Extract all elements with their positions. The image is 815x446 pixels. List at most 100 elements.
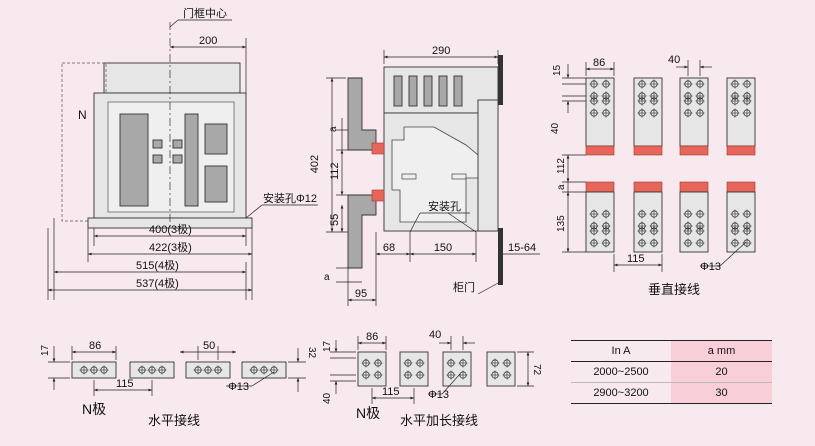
ext-n-pole-label: N极 [356,405,380,421]
side-mechanism-profile [391,126,491,223]
front-handle-bar [184,113,199,207]
horiz-dim-32: 32 [306,347,317,359]
dim-537-4p: 537(4极) [136,276,179,290]
table-cell-a: 30 [671,382,772,404]
ext-dim-40-left: 40 [322,392,333,404]
dim-150: 150 [434,242,452,254]
vertical-bar-bottom-4 [726,181,756,253]
dim-55: 55 [329,214,341,226]
vertical-bar-top-2 [633,77,663,156]
dim-95: 95 [355,288,367,300]
vert-dim-135: 135 [556,215,567,232]
vert-dim-40-top: 40 [668,54,680,66]
front-top-panel [103,62,241,94]
dim-a-bottom: a [324,272,330,283]
front-button-bottom [204,165,228,203]
vertical-bar-top-3 [679,77,709,156]
dim-68: 68 [383,242,395,254]
door-center-label: 门框中心 [183,6,227,20]
bottom-terminal [371,189,385,202]
dim-422-3p: 422(3极) [149,240,192,254]
dim-290: 290 [432,45,450,57]
ext-hole-label: Φ13 [428,389,449,401]
side-view: 290 402 a 112 55 安装孔 68 150 15-64 a [309,45,540,306]
ext-bar-1 [357,351,387,387]
horizontal-extended-wiring-title: 水平加长接线 [400,413,478,428]
side-small-slot-1 [401,173,417,180]
dim-a-top: a [328,126,339,132]
cabinet-door-plate [498,55,503,105]
table-row: 2900~3200 30 [571,382,772,404]
top-terminal [371,142,385,155]
side-slot-4 [438,75,448,107]
horiz-dim-86: 86 [89,340,101,352]
side-slot-1 [393,75,403,107]
side-slot-2 [408,75,418,107]
dim-15-64: 15-64 [508,242,536,254]
table-header-row: In A a mm [571,340,772,362]
front-button-top [204,123,228,155]
side-slot-5 [453,75,463,107]
dim-200: 200 [199,35,217,47]
ext-dim-17: 17 [322,340,333,352]
ext-bar-4 [486,351,516,387]
n-pole-label: N [78,108,87,122]
front-mount-hole-label: 安装孔Φ12 [263,191,317,205]
horiz-dim-50: 50 [203,340,215,352]
side-small-slot-2 [451,173,467,180]
side-mount-hole-label: 安装孔 [428,199,461,213]
table-cell-current: 2000~2500 [593,366,649,378]
horizontal-extended-wiring-view: 17 40 86 40 72 115 Φ13 N极 水平加长接线 [322,329,542,428]
vertical-bar-top-1 [585,77,615,156]
ext-bar-3 [442,351,472,387]
cabinet-door-label: 柜门 [453,280,475,294]
top-busbar [347,77,377,151]
side-rear-panel [477,99,499,232]
front-indicator-4 [172,154,183,164]
dim-515-4p: 515(4极) [136,258,179,272]
horizontal-wiring-title: 水平接线 [148,413,200,428]
ext-dim-40: 40 [429,329,441,341]
front-view: 门框中心 200 N 安装孔Φ12 400(3极) 422(3极) 515(4极… [47,6,318,300]
table-header-a: a mm [671,340,772,362]
current-vs-a-table: In A a mm 2000~2500 20 2900~3200 30 [571,340,772,404]
front-indicator-1 [152,139,163,149]
cabinet-door-lower [498,228,503,285]
table-header-current: In A [571,340,671,362]
vertical-bar-bottom-2 [633,181,663,253]
front-indicator-2 [172,139,183,149]
horiz-hole-label: Φ13 [228,381,249,393]
vertical-bar-top-4 [726,77,756,156]
ext-dim-115: 115 [382,386,400,398]
dim-402: 402 [309,155,321,173]
vertical-bar-bottom-3 [679,181,709,253]
horiz-dim-17: 17 [40,344,51,356]
vertical-wiring-title: 垂直接线 [648,282,700,297]
horizontal-wiring-view: 17 86 50 32 115 Φ13 N极 水平接线 [40,340,317,428]
vert-dim-115: 115 [627,253,645,265]
vert-dim-15: 15 [552,64,563,76]
bottom-busbar [347,194,377,269]
vertical-wiring-view: 86 40 15 40 112 a 135 115 Φ13 垂直接线 [550,54,756,297]
ext-dim-86: 86 [366,331,378,343]
vert-dim-40-left: 40 [550,122,561,134]
front-window-left [119,113,149,207]
vert-dim-86: 86 [593,57,605,69]
horiz-dim-115: 115 [116,378,134,390]
horiz-n-pole-label: N极 [82,401,106,417]
vert-dim-a: a [556,184,567,190]
table-cell-current: 2900~3200 [571,382,671,404]
ext-dim-72: 72 [531,364,542,376]
vert-dim-112: 112 [556,158,567,174]
side-slot-3 [423,75,433,107]
vertical-bar-bottom-1 [585,181,615,253]
dim-400-3p: 400(3极) [149,222,192,236]
dim-112: 112 [329,162,341,180]
table-row: 2000~2500 20 [571,361,772,383]
ext-bar-2 [399,351,429,387]
table-cell-a: 20 [671,361,772,383]
vert-hole-label: Φ13 [700,261,721,273]
front-indicator-3 [152,154,163,164]
